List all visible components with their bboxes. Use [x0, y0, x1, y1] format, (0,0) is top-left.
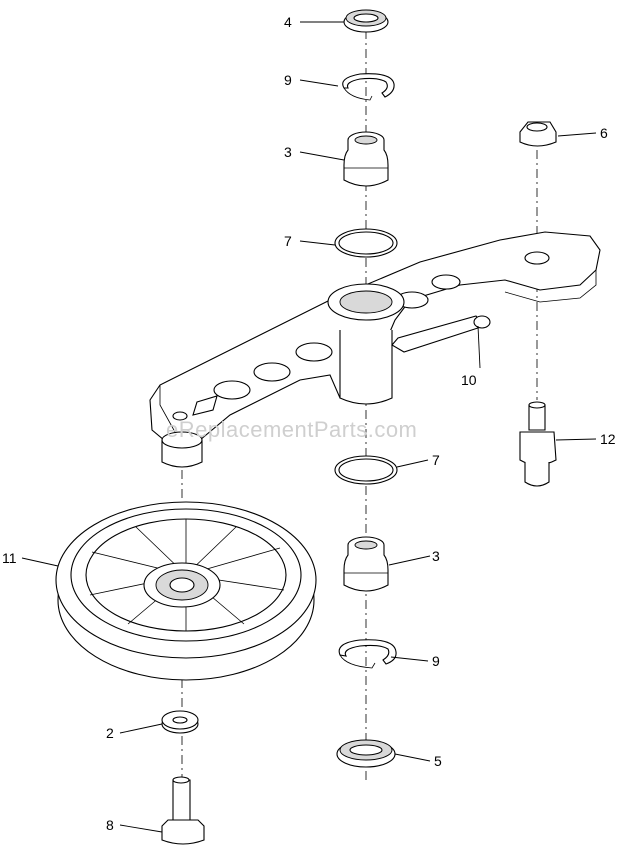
seal-bottom [336, 739, 396, 768]
callout-5-seal-bottom: 5 [434, 753, 442, 769]
leader-lines [21, 21, 597, 833]
retaining-ring-top [342, 73, 395, 101]
idler-arm [149, 231, 601, 468]
callout-2-washer: 2 [106, 725, 114, 741]
callout-3-bearing-bottom: 3 [432, 548, 440, 564]
callout-6-nut: 6 [600, 125, 608, 141]
washer [161, 710, 199, 734]
grease-fitting [391, 315, 491, 353]
callout-11-pulley: 11 [2, 550, 17, 566]
callout-3-bearing-top: 3 [284, 144, 292, 160]
bearing-bottom [343, 536, 389, 592]
callout-9-ring-bottom: 9 [432, 653, 440, 669]
bearing-top [343, 131, 389, 187]
callout-7-o-ring-bottom: 7 [432, 452, 440, 468]
o-ring-top [334, 228, 398, 258]
idler-pulley [55, 501, 317, 681]
watermark-text: eReplacementParts.com [166, 417, 417, 442]
idler-stud [519, 401, 557, 487]
callout-8-bolt: 8 [106, 817, 114, 833]
callout-4-seal: 4 [284, 14, 292, 30]
callout-10-grease-fitting: 10 [461, 372, 477, 388]
callout-12-stud: 12 [600, 431, 616, 447]
retaining-ring-bottom [338, 639, 397, 669]
seal-top [343, 9, 389, 33]
flange-nut [519, 121, 557, 147]
bolt [161, 776, 205, 845]
o-ring-bottom [334, 455, 398, 485]
callout-7-o-ring-top: 7 [284, 233, 292, 249]
callout-9-ring-top: 9 [284, 72, 292, 88]
callouts: 4 9 3 7 6 10 12 7 11 3 9 2 5 8 [2, 14, 616, 833]
